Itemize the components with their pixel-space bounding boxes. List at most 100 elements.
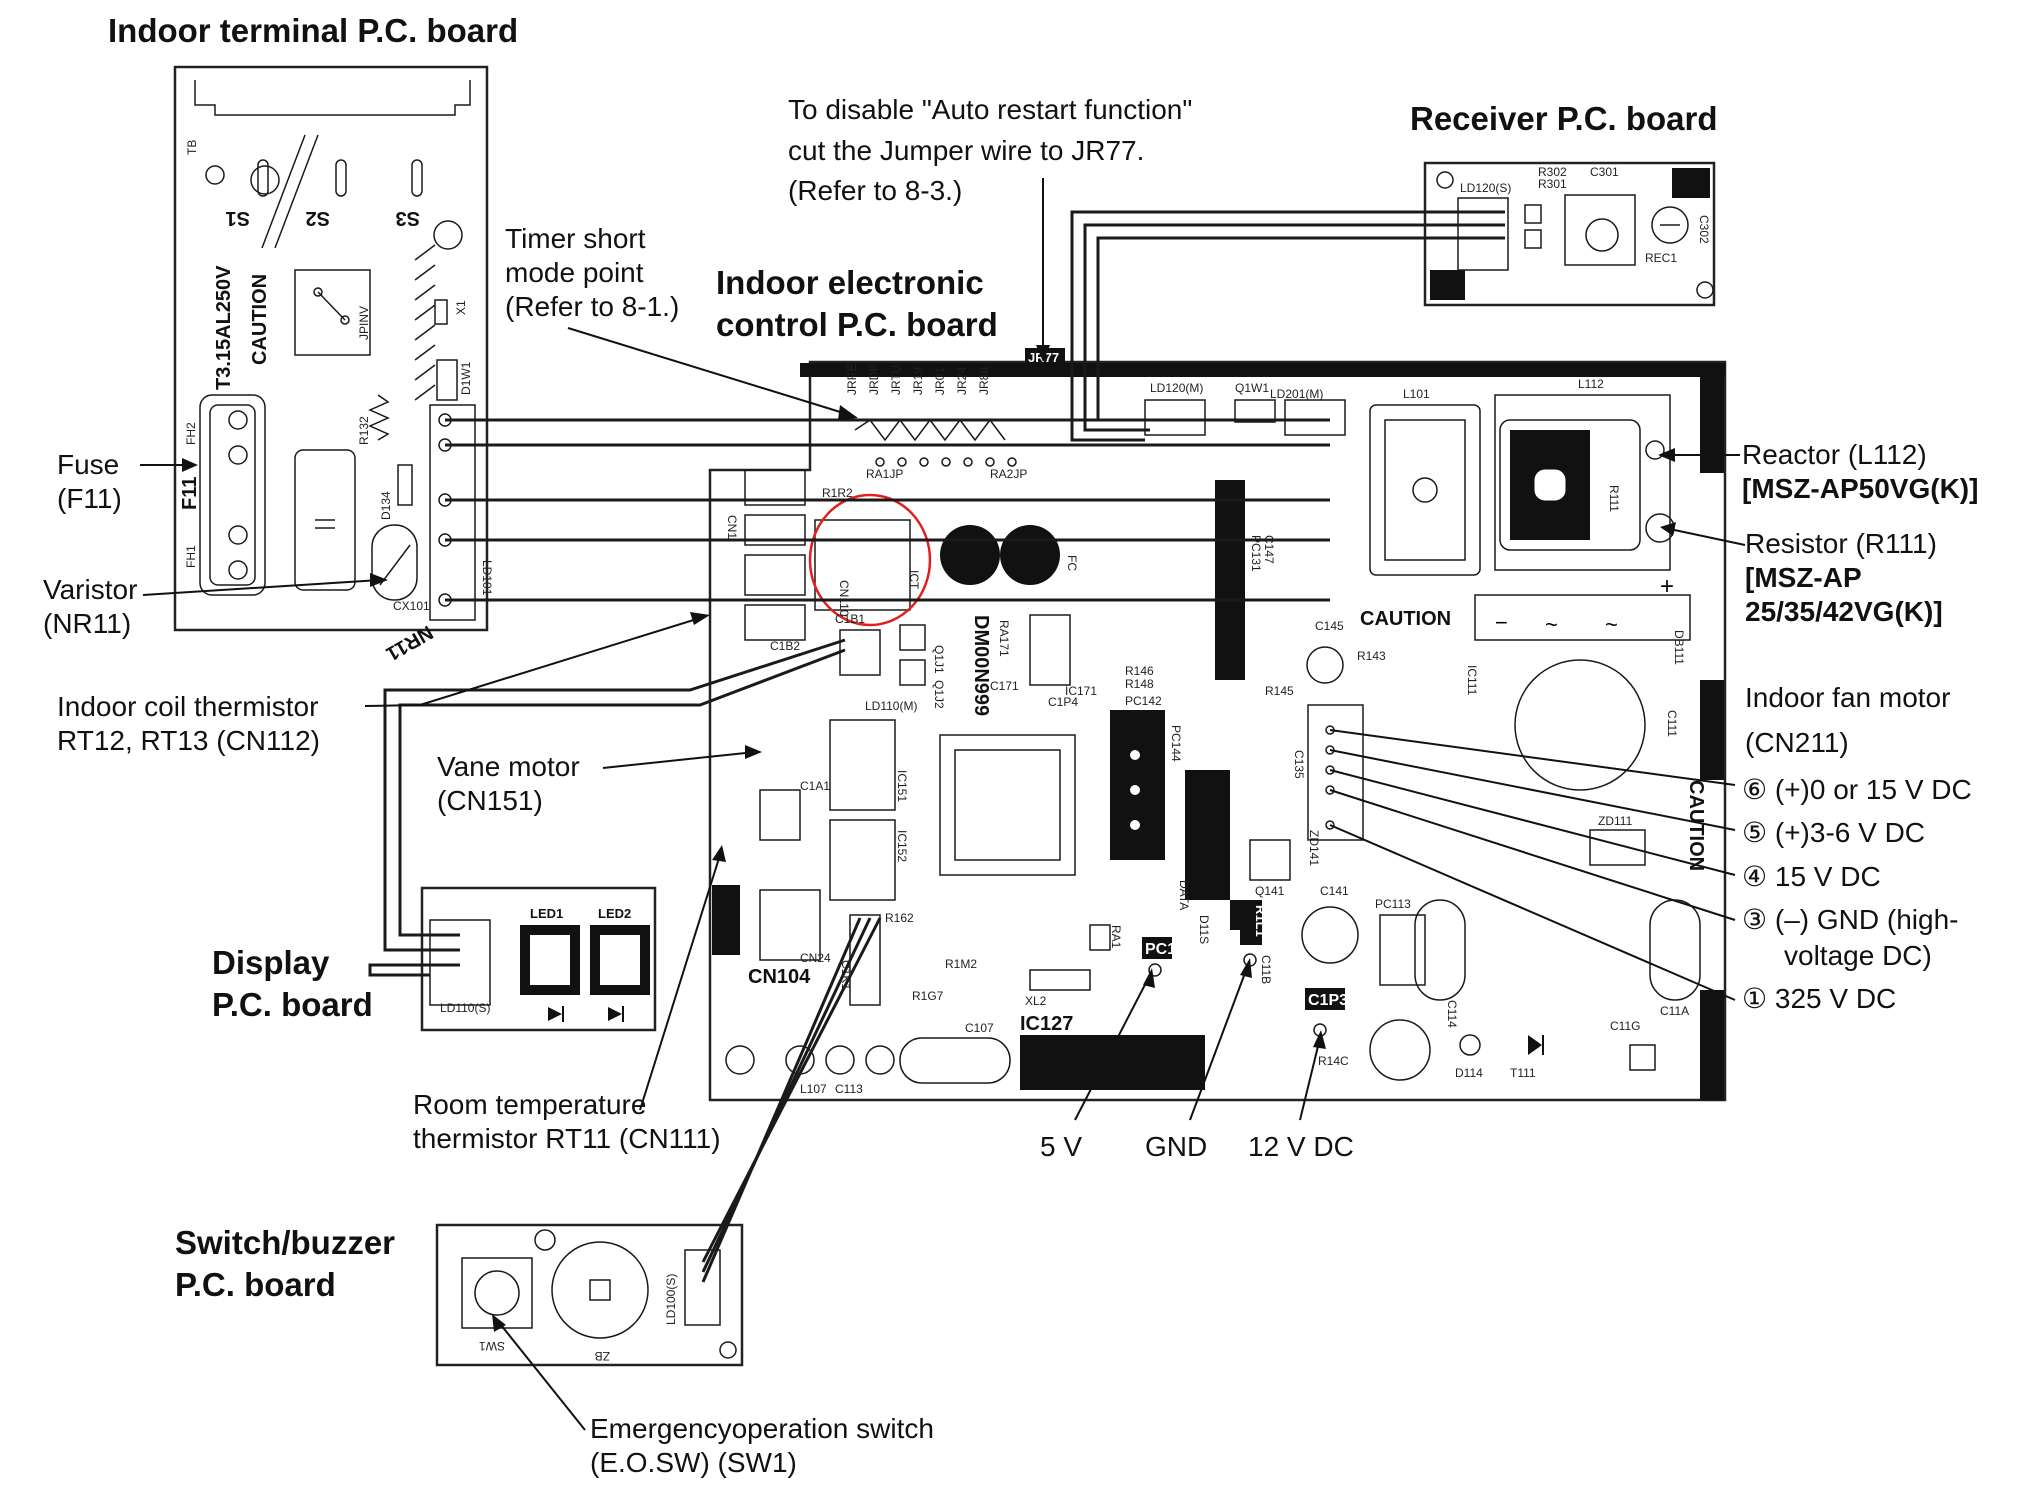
fh2-label: FH2 — [184, 422, 198, 445]
x1-label: X1 — [454, 300, 468, 315]
b-label: IC127 — [1020, 1013, 1073, 1035]
receiver-board-title: Receiver P.C. board — [1410, 100, 1718, 137]
switch-title-line1: Switch/buzzer — [175, 1224, 396, 1261]
ld110s-label: LD110(S) — [440, 1001, 490, 1015]
jumper-callout: To disable "Auto restart function" cut t… — [788, 90, 1192, 212]
fan-pin-6: ⑥ (+)0 or 15 V DC — [1742, 774, 1972, 805]
q1j1-label: Q1J1 — [932, 645, 946, 674]
r301-label: R301 — [1538, 177, 1567, 191]
jrdf-label: JRDF — [867, 364, 881, 395]
c135-label: PC131 — [1249, 535, 1263, 572]
test-point-gnd-label: GND — [1145, 1131, 1208, 1162]
jr01-label: JR01 — [933, 367, 947, 395]
ld100s-label: LD100(S) — [664, 1274, 678, 1325]
varistor-callout: Varistor (NR11) — [43, 573, 137, 641]
timer-callout-line1: Timer short — [505, 223, 646, 254]
cn104-label: CN104 — [748, 966, 811, 988]
q1j2-label: Q1J2 — [932, 680, 946, 709]
fuse-callout-line1: Fuse — [57, 449, 120, 480]
cx101-label: CX101 — [393, 599, 430, 613]
c11g-label: C11A — [1660, 1004, 1689, 1018]
coil-thermistor-line2: RT12, RT13 (CN112) — [57, 725, 320, 757]
ic111-label: IC111 — [1465, 665, 1479, 696]
c301-label: C301 — [1590, 165, 1619, 179]
q141-label: Q141 — [1255, 884, 1285, 898]
l107-label: C113 — [835, 1082, 863, 1096]
ld1-label: L107 — [800, 1082, 827, 1096]
led2-label: LED2 — [598, 906, 631, 921]
r145-label: R145 — [1265, 684, 1294, 698]
c111-label: C111 — [1665, 710, 1679, 737]
terminal-caution-label: CAUTION — [249, 274, 271, 365]
fan-motor-line2: (CN211) — [1745, 726, 1849, 758]
varistor-callout-line1: Varistor — [43, 574, 138, 605]
data-label: DATA — [1177, 880, 1191, 910]
main-caution-label: CAUTION — [1360, 608, 1451, 630]
c1a1-label: C1A1 — [800, 779, 830, 793]
c1k1-label: C1K1 — [839, 960, 853, 990]
fuse-rating-label: T3.15AL250V — [213, 265, 235, 390]
5v-badge: PC143 — [1145, 941, 1194, 958]
fan-pin-5: ⑤ (+)3-6 V DC — [1742, 817, 1926, 849]
s2-label: S2 — [306, 207, 330, 229]
ra1jp-label: RA1JP — [866, 467, 903, 481]
ic151-label: IC151 — [895, 770, 909, 802]
d134-label: D134 — [379, 491, 393, 520]
fan-pin-list: ⑥ (+)0 or 15 V DC ⑤ (+)3-6 V DC ④ 15 V D… — [1742, 768, 1972, 1020]
reactor-callout: Reactor (L112) [MSZ-AP50VG(K)] — [1742, 438, 1978, 506]
r302-label: R302 — [1538, 165, 1567, 179]
ld101-label: LD101 — [480, 560, 494, 596]
db-ac2: ~ — [1605, 612, 1618, 637]
room-thermistor-line1: Room temperature — [413, 1089, 647, 1120]
jr88-label: JR88 — [977, 367, 991, 395]
indoor-control-board: JRRE JRDF JRTU JR19 JR01 JR24 JR88 JR77 … — [708, 348, 1727, 1102]
s1-label: S1 — [226, 207, 250, 229]
indoor-control-title-line1: Indoor electronic — [716, 264, 984, 301]
tb-label: TB — [185, 140, 199, 155]
fc-label: FC — [1065, 555, 1079, 571]
emergency-switch-line2: (E.O.SW) (SW1) — [590, 1447, 797, 1479]
reactor-line1: Reactor (L112) — [1742, 439, 1927, 470]
zb-label: ZB — [595, 1349, 610, 1363]
c1b1-label: C1B1 — [835, 612, 865, 626]
ra1-label: RA1 — [1109, 925, 1123, 949]
display-title-line2: P.C. board — [212, 986, 373, 1024]
c145-label: C145 — [1315, 619, 1344, 633]
xl2-label: XL2 — [1025, 994, 1047, 1008]
pc144-label: PC144 — [1169, 725, 1183, 762]
cn110-label: CN110 — [837, 580, 851, 617]
vane-motor-callout: Vane motor (CN151) — [437, 750, 580, 818]
test-point-5v-label: 5 V — [1040, 1131, 1083, 1162]
fan-pin-1: ① 325 V DC — [1742, 982, 1897, 1014]
display-board: LED1 LED2 LD110(S) — [420, 886, 657, 1032]
fan-pin-4: ④ 15 V DC — [1742, 860, 1881, 892]
r1g7-label: R1G7 — [912, 989, 944, 1003]
display-title-line1: Display — [212, 944, 330, 981]
db-plus: + — [1660, 573, 1674, 600]
jr24-label: JR24 — [955, 367, 969, 395]
d1w1-label: D1W1 — [459, 361, 473, 395]
ict-label: ICT — [907, 570, 921, 590]
d11s-label: D11S — [1197, 915, 1211, 944]
timer-callout-line3: (Refer to 8-1.) — [505, 291, 680, 323]
pc131-label: C147 — [1262, 535, 1276, 564]
r14c-label: ZD141 — [1307, 830, 1321, 866]
c1b2-label: C1B2 — [770, 639, 800, 653]
jumper-callout-line1: To disable "Auto restart function" — [788, 94, 1193, 125]
rec1-label: REC1 — [1645, 251, 1677, 265]
indoor-control-title-line2: control P.C. board — [716, 306, 998, 344]
part-number-label: DM00N999 — [970, 615, 992, 716]
jumper-callout-line3: (Refer to 8-3.) — [788, 175, 963, 207]
fan-motor-line1: Indoor fan motor — [1745, 682, 1951, 713]
c113-label: D114 — [1455, 1066, 1483, 1080]
s3-label: S3 — [396, 207, 420, 229]
led1-label: LED1 — [530, 906, 563, 921]
ld110m-label: LD110(M) — [865, 699, 917, 713]
ic152-label: IC152 — [895, 830, 909, 862]
timer-callout-line2: mode point — [505, 257, 644, 289]
pc113-label: PC113 — [1375, 897, 1411, 911]
db-ac1: ~ — [1545, 612, 1558, 637]
db111-label: DB111 — [1672, 630, 1686, 665]
timer-callout: Timer short mode point (Refer to 8-1.) — [505, 222, 679, 324]
